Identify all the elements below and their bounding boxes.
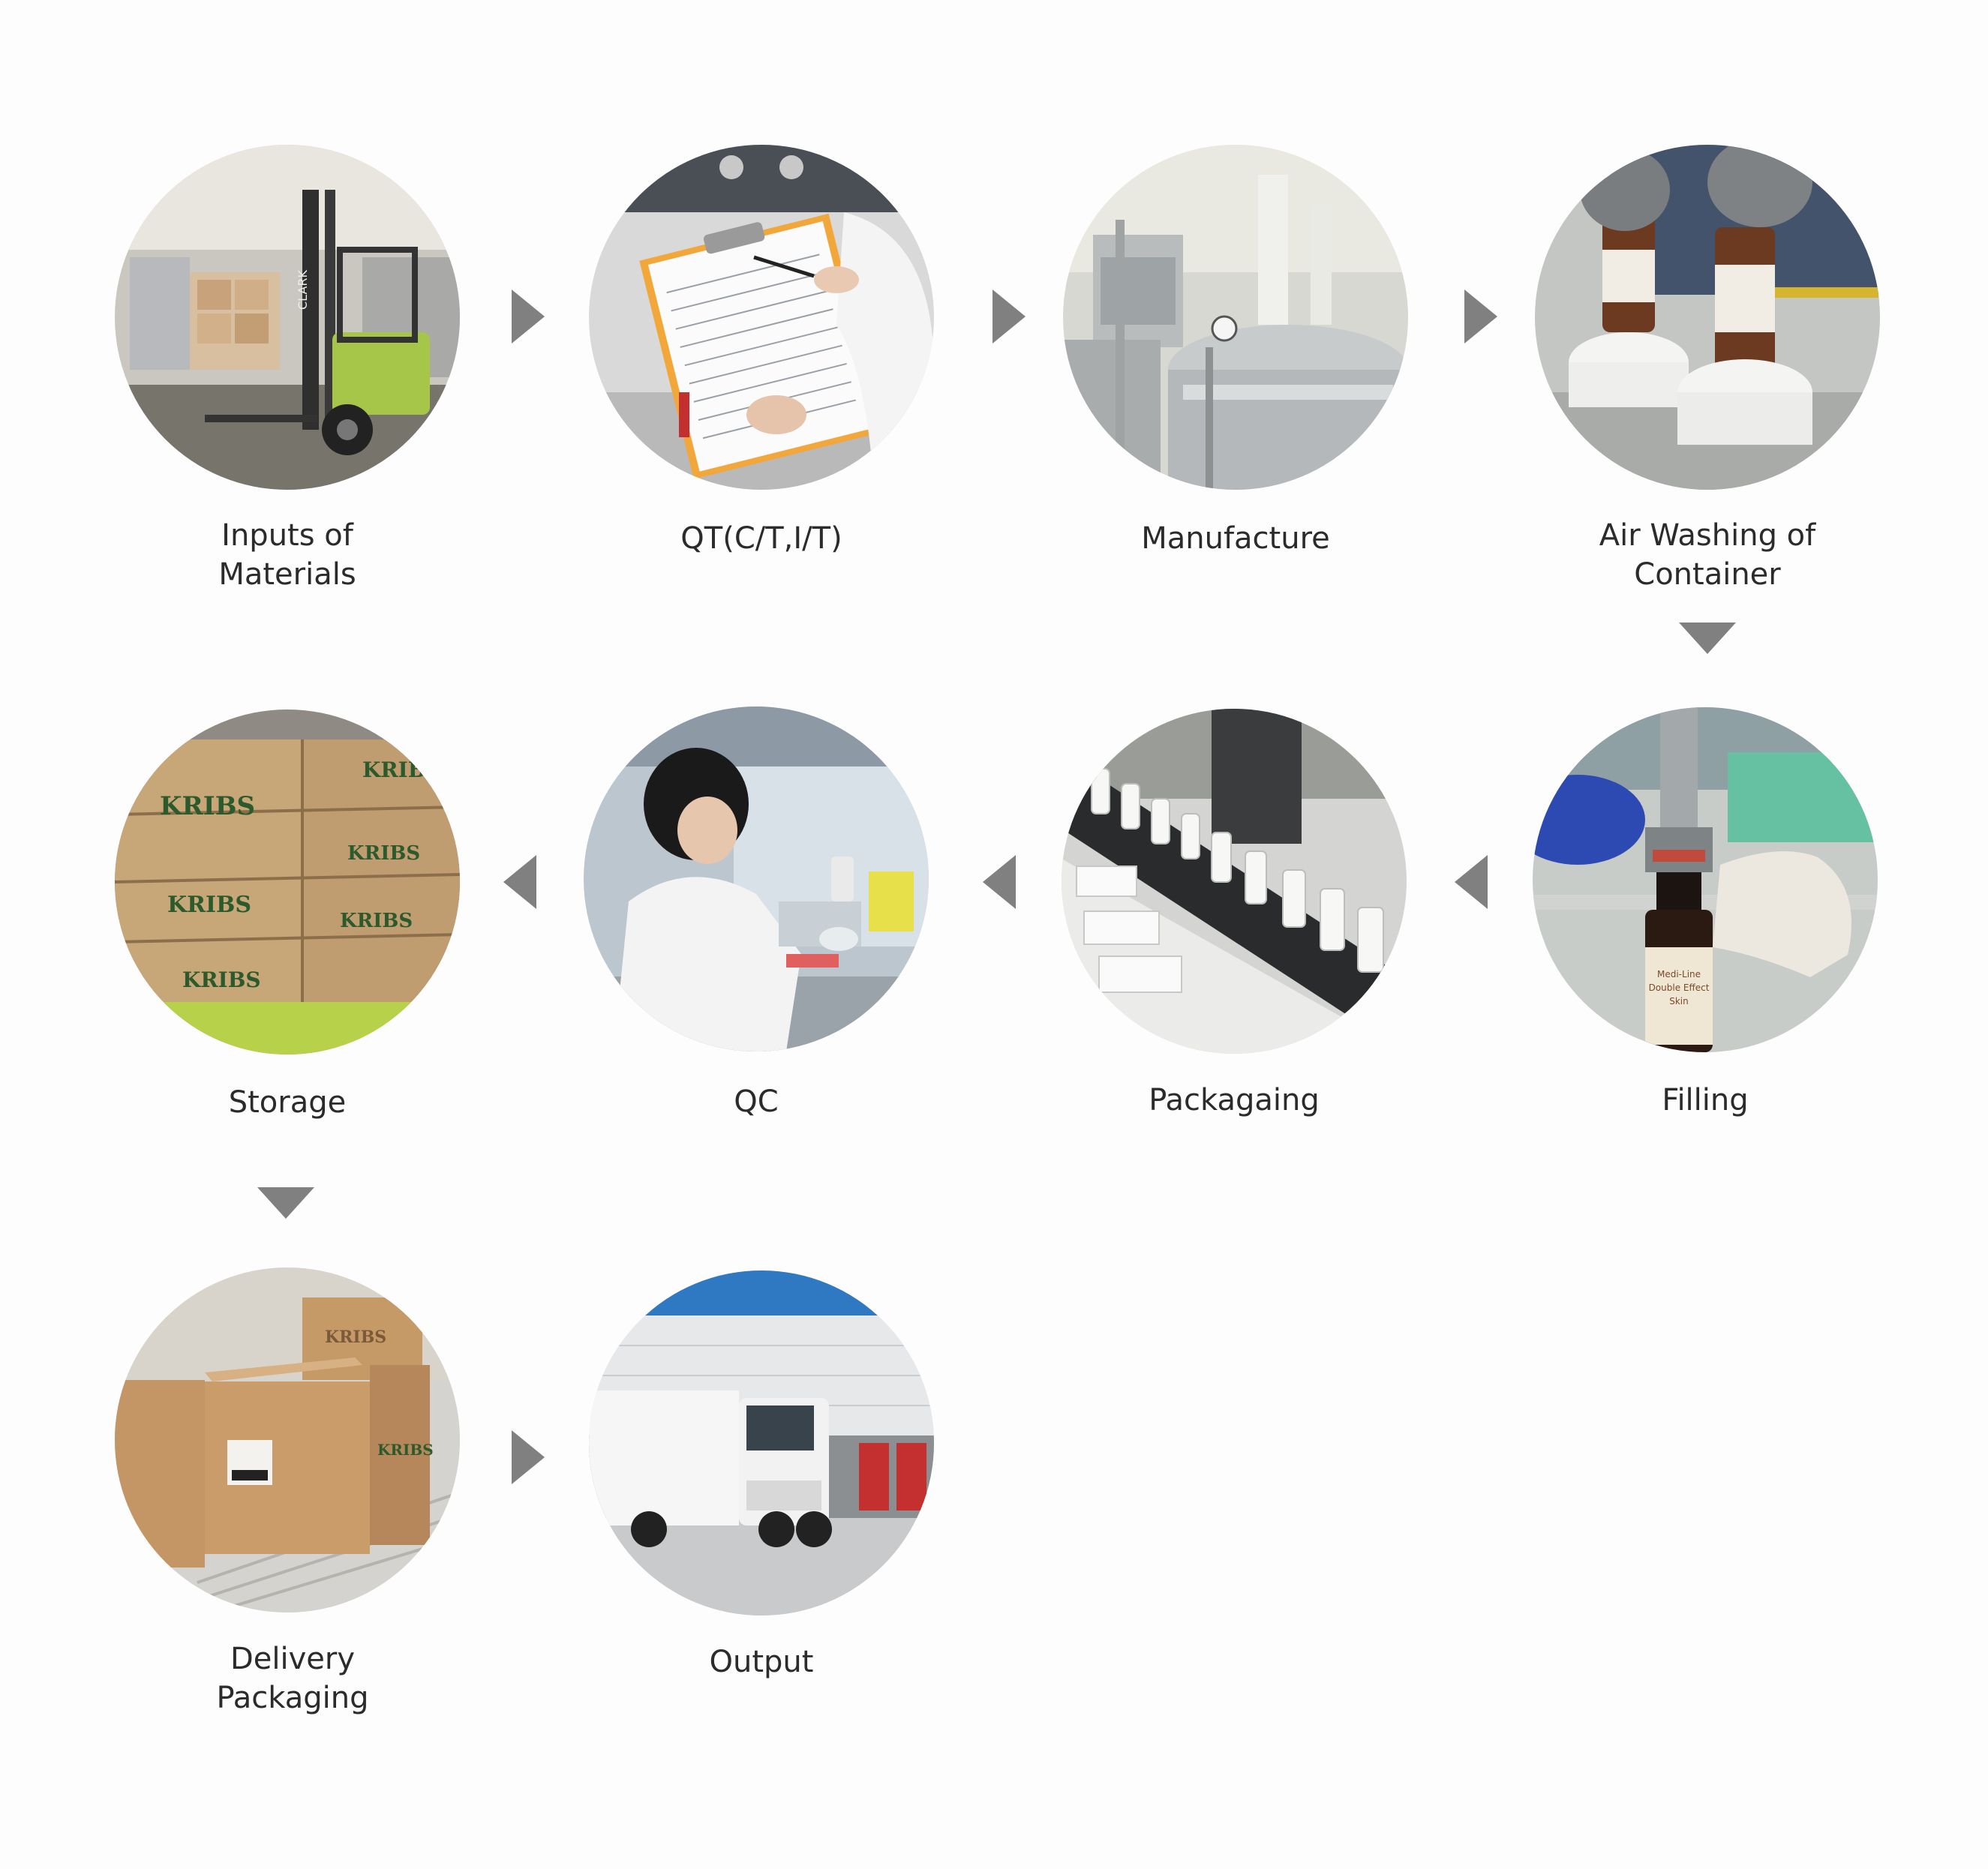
step-label-qc: QC xyxy=(734,1084,779,1119)
step-label-air-washing: Air Washing of Container xyxy=(1599,518,1816,592)
arrow-left-icon xyxy=(983,855,1016,909)
box-brand-text: KRIBS xyxy=(167,892,251,918)
manufacture-photo xyxy=(1063,145,1408,490)
step-label-inputs-of-materials: Inputs of Materials xyxy=(218,518,356,592)
arrow-left-icon xyxy=(503,855,536,909)
step-image-inputs-of-materials: CLARK xyxy=(115,145,460,490)
box-brand-text: KRIBS xyxy=(182,968,261,992)
arrow-left-icon xyxy=(1455,855,1488,909)
step-image-storage: KRIBS KRIBS KRIBS KRIBS KRIBS KRIBS xyxy=(115,710,460,1054)
arrow-right-icon xyxy=(512,290,545,344)
storage-photo: KRIBS KRIBS KRIBS KRIBS KRIBS KRIBS xyxy=(115,710,460,1054)
forklift-photo: CLARK xyxy=(115,145,460,490)
arrow-right-icon xyxy=(1464,290,1497,344)
step-image-packaging xyxy=(1062,709,1407,1054)
step-label-filling: Filling xyxy=(1662,1083,1749,1118)
step-label-qt: QT(C/T,I/T) xyxy=(680,521,842,556)
step-label-manufacture: Manufacture xyxy=(1141,521,1330,556)
step-label-packaging: Packagaing xyxy=(1149,1083,1320,1118)
step-image-delivery-packaging: KRIBS KRIBS xyxy=(115,1268,460,1612)
step-label-storage: Storage xyxy=(228,1085,347,1120)
arrow-down-icon xyxy=(257,1187,314,1219)
box-brand-text: KRIBS xyxy=(340,910,413,932)
bottle-label-text: Skin xyxy=(1669,996,1689,1006)
box-brand-text: KRIBS xyxy=(377,1441,434,1459)
bottle-label-text: Medi-Line xyxy=(1657,969,1701,980)
step-label-delivery-packaging: Delivery Packaging xyxy=(216,1642,369,1715)
step-image-filling: Medi-Line Double Effect Skin xyxy=(1533,707,1878,1052)
arrow-right-icon xyxy=(512,1430,545,1484)
bottle-label-text: Double Effect xyxy=(1649,982,1710,993)
box-brand-text: KRIBS xyxy=(325,1328,386,1347)
air-washing-photo xyxy=(1535,145,1880,490)
packaging-line-photo xyxy=(1062,709,1407,1054)
step-label-output: Output xyxy=(709,1645,814,1679)
filling-photo: Medi-Line Double Effect Skin xyxy=(1533,707,1878,1052)
arrow-down-icon xyxy=(1679,622,1736,654)
step-image-output xyxy=(589,1270,934,1616)
truck-photo xyxy=(589,1270,934,1616)
arrow-right-icon xyxy=(992,290,1026,344)
clipboard-photo xyxy=(589,145,934,490)
forklift-brand-text: CLARK xyxy=(296,269,310,310)
box-brand-text: KRIBS xyxy=(347,842,420,865)
delivery-box-photo: KRIBS KRIBS xyxy=(115,1268,460,1612)
step-image-manufacture xyxy=(1063,145,1408,490)
step-image-qt xyxy=(589,145,934,490)
qc-photo xyxy=(584,706,929,1052)
step-image-air-washing xyxy=(1535,145,1880,490)
step-image-qc xyxy=(584,706,929,1052)
box-brand-text: KRIBS xyxy=(362,758,441,782)
box-brand-text: KRIBS xyxy=(160,791,255,821)
